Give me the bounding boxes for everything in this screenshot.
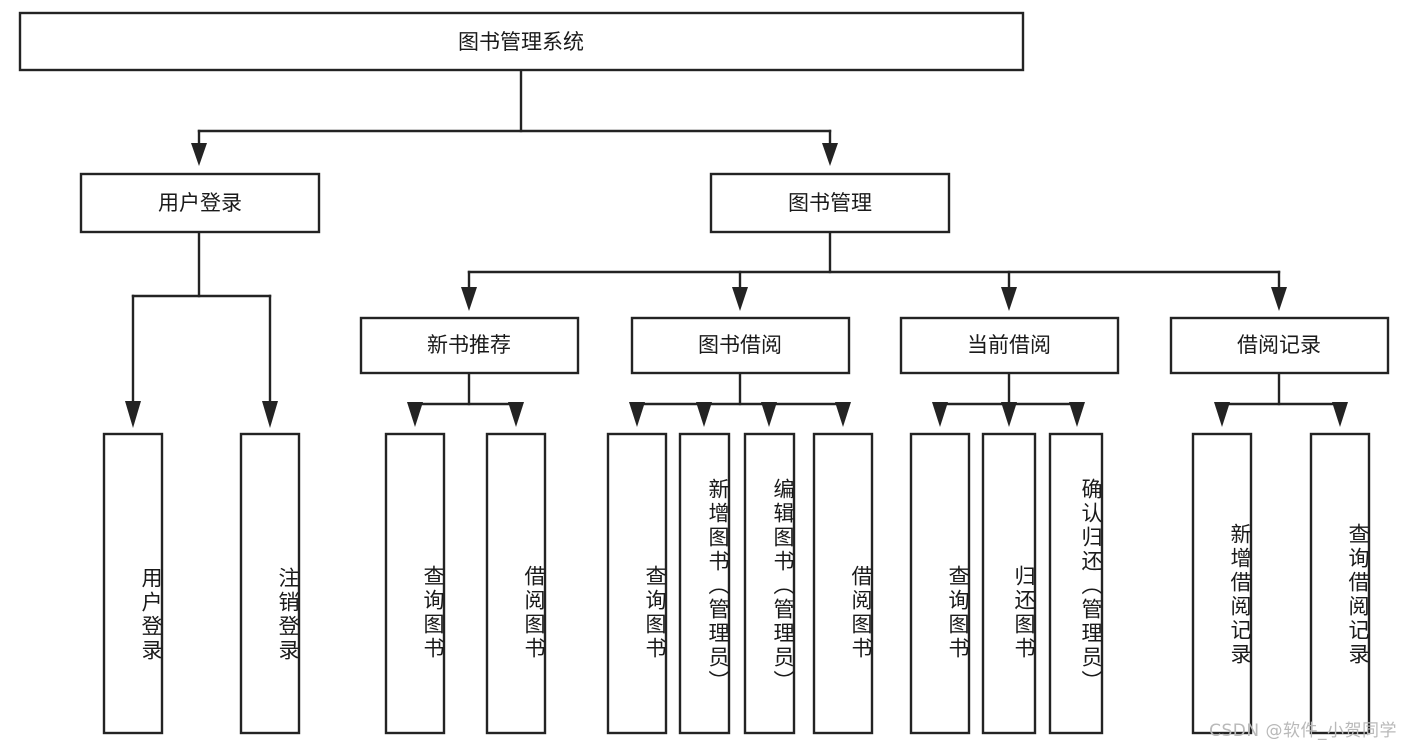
node-box-leaf-add-record[interactable] [1191, 432, 1253, 735]
node-label-user-login: 用户登录 [158, 191, 242, 215]
connector-group-borrow-record [1214, 371, 1348, 427]
node-box-new-book-rec[interactable] [359, 316, 580, 375]
arrowhead-borrow-record [1271, 287, 1287, 311]
node-box-leaf-logout[interactable] [239, 432, 301, 735]
arrowhead-book-borrow [732, 287, 748, 311]
connector-group-book-manage [461, 230, 1287, 311]
node-box-book-manage[interactable] [709, 172, 951, 234]
node-box-current-borrow[interactable] [899, 316, 1120, 375]
node-box-leaf-user-login[interactable] [102, 432, 164, 735]
arrowhead-current-borrow [1001, 287, 1017, 311]
node-box-leaf-confirm-return[interactable] [1048, 432, 1104, 735]
node-box-borrow-record[interactable] [1169, 316, 1390, 375]
csdn-watermark: CSDN @软件_小贺同学 [1209, 721, 1397, 741]
arrowhead-leaf-borrow-book-rec [508, 402, 524, 427]
arrowhead-leaf-confirm-return [1069, 402, 1085, 427]
node-box-leaf-add-book[interactable] [678, 432, 731, 735]
node-box-root[interactable] [18, 11, 1025, 72]
arrowhead-leaf-query-book-rec [407, 402, 423, 427]
node-box-leaf-borrow-book[interactable] [812, 432, 874, 735]
arrowhead-leaf-user-login [125, 401, 141, 428]
node-box-leaf-query-book-borrow[interactable] [606, 432, 668, 735]
node-label-book-manage: 图书管理 [788, 191, 872, 215]
node-label-borrow-record: 借阅记录 [1237, 333, 1321, 357]
node-box-user-login[interactable] [79, 172, 321, 234]
node-box-leaf-query-book-rec[interactable] [384, 432, 446, 735]
arrowhead-leaf-borrow-book [835, 402, 851, 427]
node-box-book-borrow[interactable] [630, 316, 851, 375]
node-label-root: 图书管理系统 [458, 30, 584, 54]
node-label-book-borrow: 图书借阅 [698, 333, 782, 357]
arrowhead-new-book-rec [461, 287, 477, 311]
arrowhead-leaf-query-book-current [932, 402, 948, 427]
arrowhead-book-manage [822, 143, 838, 166]
arrowhead-leaf-logout [262, 401, 278, 428]
connector-group-new-book-rec [407, 371, 524, 427]
connector-group-user-login [125, 230, 278, 428]
arrowhead-leaf-edit-book [761, 402, 777, 427]
arrowhead-leaf-query-book-borrow [629, 402, 645, 427]
arrowhead-leaf-add-record [1214, 402, 1230, 427]
node-box-leaf-edit-book[interactable] [743, 432, 796, 735]
arrowhead-leaf-add-book [696, 402, 712, 427]
arrowhead-leaf-query-record [1332, 402, 1348, 427]
connector-group-root [191, 68, 838, 166]
connector-group-book-borrow [629, 371, 851, 427]
connector-group-current-borrow [932, 371, 1085, 427]
node-box-leaf-return-book[interactable] [981, 432, 1037, 735]
node-label-current-borrow: 当前借阅 [967, 333, 1051, 357]
node-box-leaf-query-book-current[interactable] [909, 432, 971, 735]
arrowhead-leaf-return-book [1001, 402, 1017, 427]
node-label-new-book-rec: 新书推荐 [427, 333, 511, 357]
arrowhead-user-login [191, 143, 207, 166]
node-box-leaf-query-record[interactable] [1309, 432, 1371, 735]
node-box-leaf-borrow-book-rec[interactable] [485, 432, 547, 735]
